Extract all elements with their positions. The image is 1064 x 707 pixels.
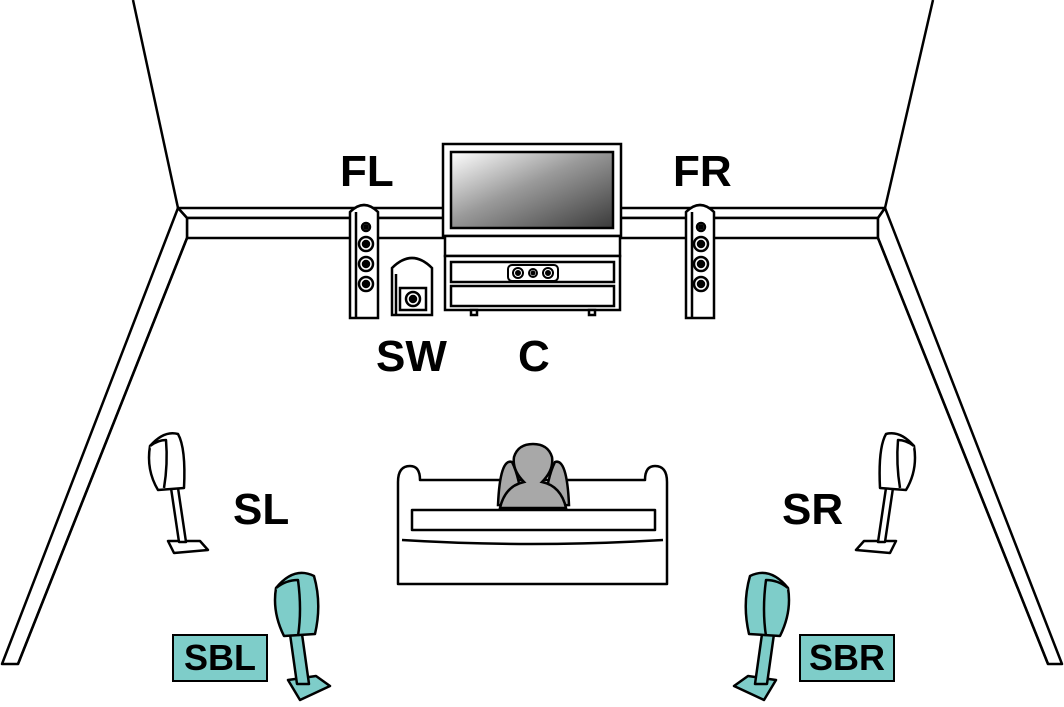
center-speaker — [507, 264, 559, 282]
label-fl: FL — [340, 147, 394, 196]
front-right-speaker — [684, 203, 716, 320]
listener — [496, 442, 571, 510]
front-left-speaker — [348, 203, 380, 320]
label-sbl: SBL — [172, 634, 268, 682]
sofa — [396, 464, 669, 586]
label-c: C — [518, 332, 550, 381]
label-sbr: SBR — [799, 634, 895, 682]
surround-left-speaker — [147, 432, 210, 555]
label-sl: SL — [233, 485, 290, 534]
subwoofer — [390, 256, 434, 317]
label-sw: SW — [376, 332, 447, 381]
television — [441, 142, 623, 250]
surround-back-right-speaker — [732, 571, 791, 702]
surround-back-left-speaker — [273, 571, 332, 702]
label-sr: SR — [782, 485, 844, 534]
label-fr: FR — [673, 147, 732, 196]
surround-right-speaker — [854, 432, 917, 555]
